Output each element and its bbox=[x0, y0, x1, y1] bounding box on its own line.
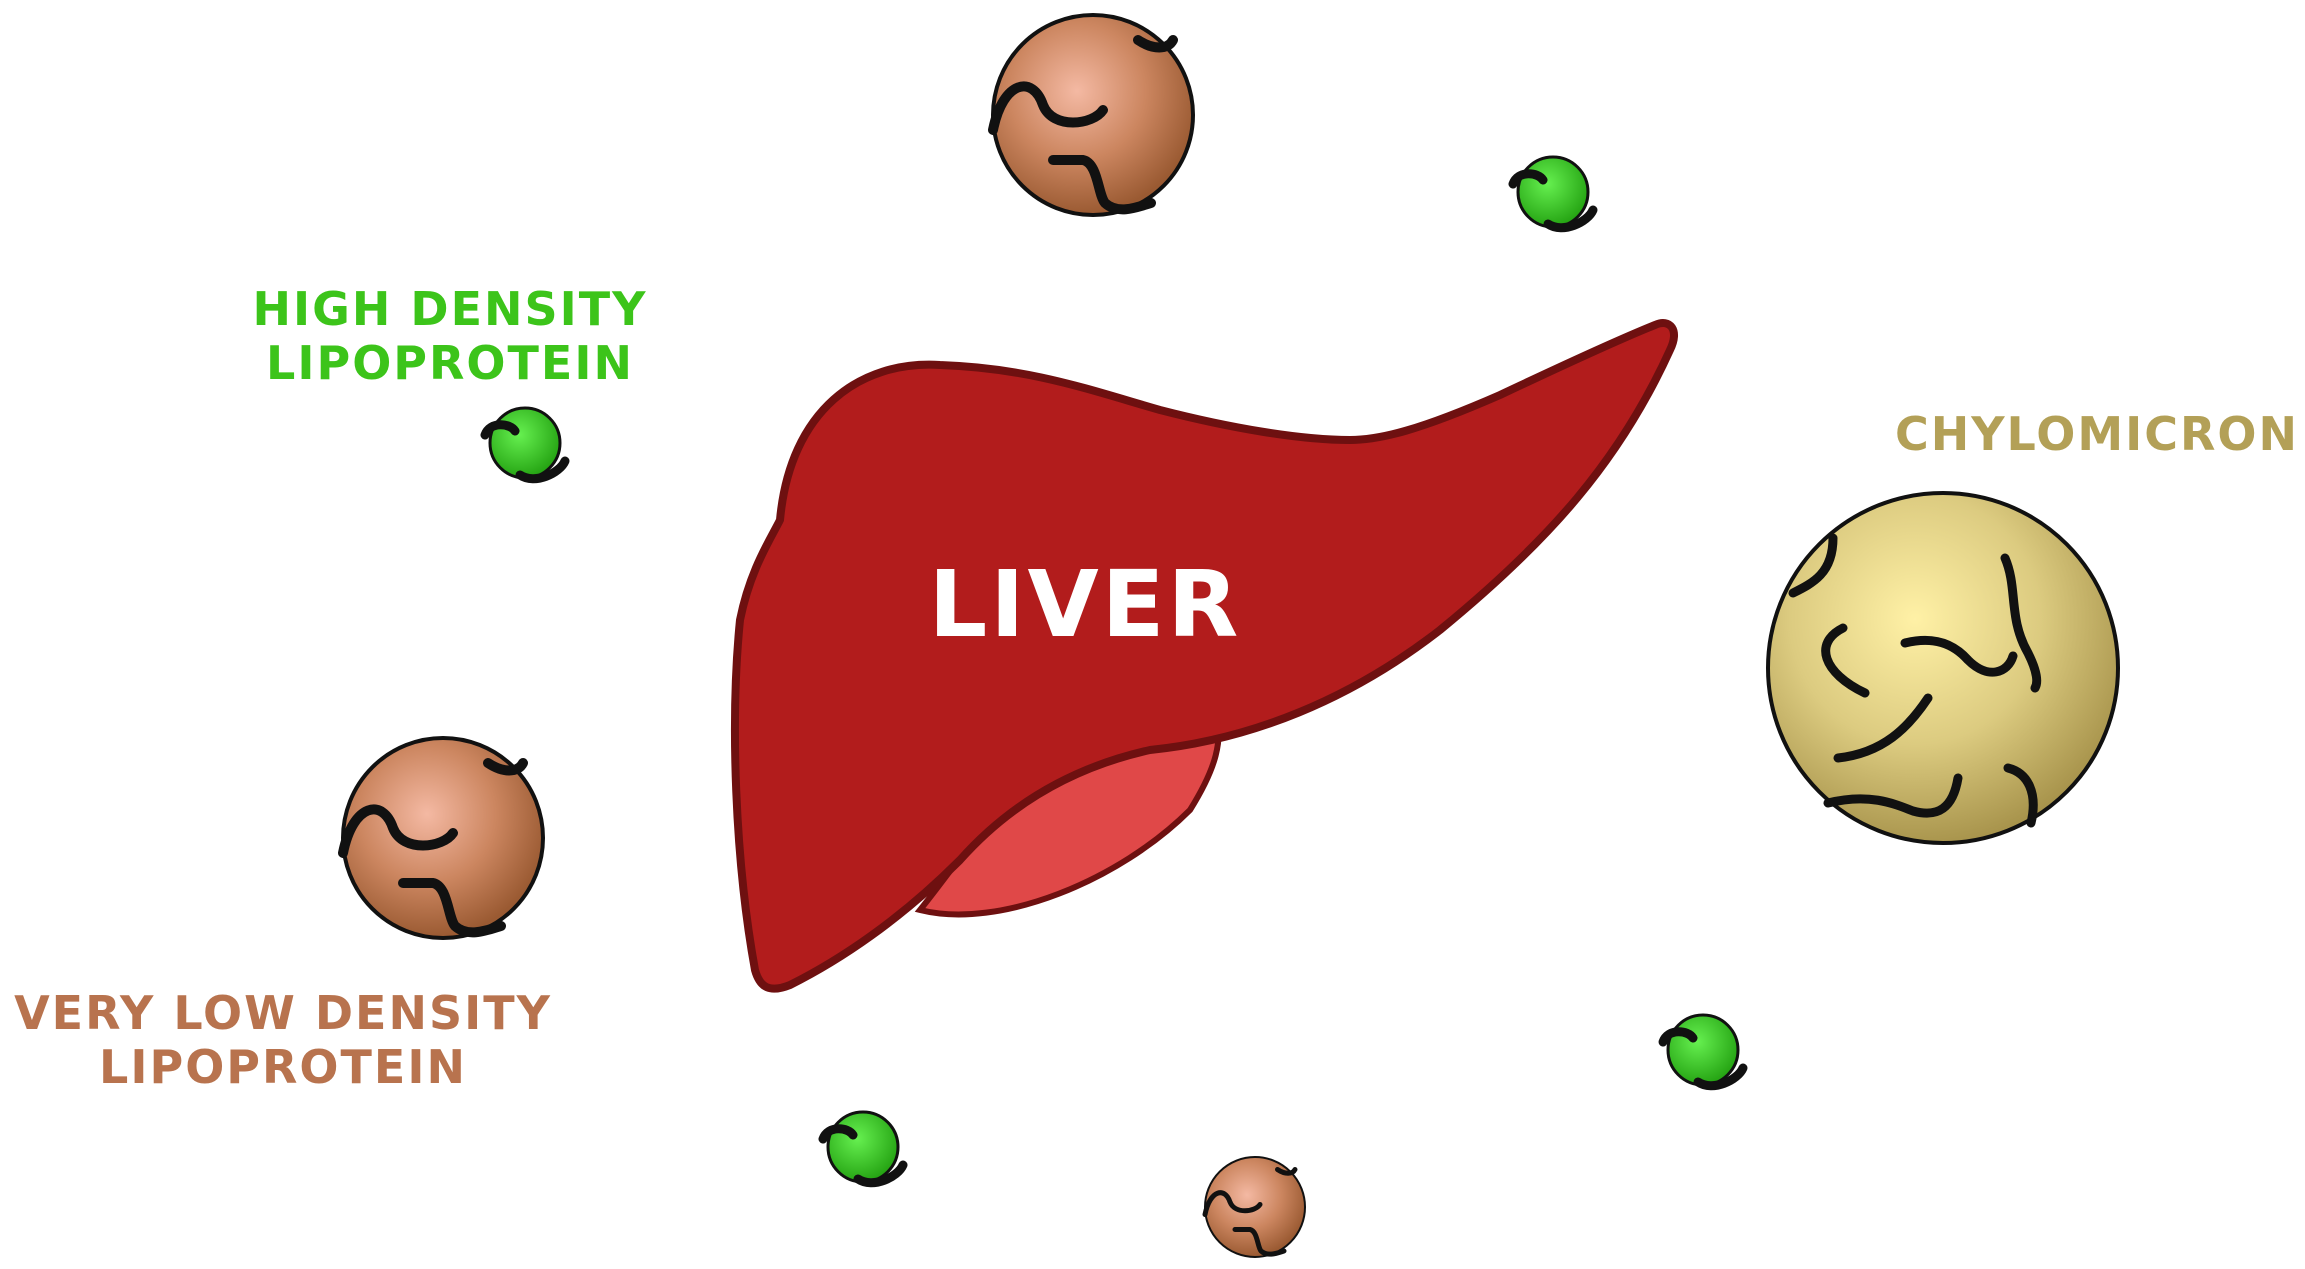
hdl-label-line2: LIPOPROTEIN bbox=[266, 336, 634, 390]
vldl-particle-top bbox=[993, 15, 1193, 215]
hdl-particle-3 bbox=[1663, 1015, 1743, 1086]
vldl-particle-bottom bbox=[1205, 1157, 1305, 1257]
hdl-particle-4 bbox=[823, 1112, 903, 1183]
vldl-label-line1: VERY LOW DENSITY bbox=[14, 986, 552, 1040]
liver-label: LIVER bbox=[929, 551, 1242, 658]
chylomicron-label: CHYLOMICRON bbox=[1895, 407, 2299, 461]
hdl-particle-1 bbox=[485, 408, 565, 479]
hdl-label-line1: HIGH DENSITY bbox=[253, 282, 648, 336]
vldl-particle-left bbox=[343, 738, 543, 938]
hdl-particle-2 bbox=[1513, 157, 1593, 228]
chylomicron-particle bbox=[1768, 493, 2118, 843]
vldl-label-line2: LIPOPROTEIN bbox=[99, 1040, 467, 1094]
